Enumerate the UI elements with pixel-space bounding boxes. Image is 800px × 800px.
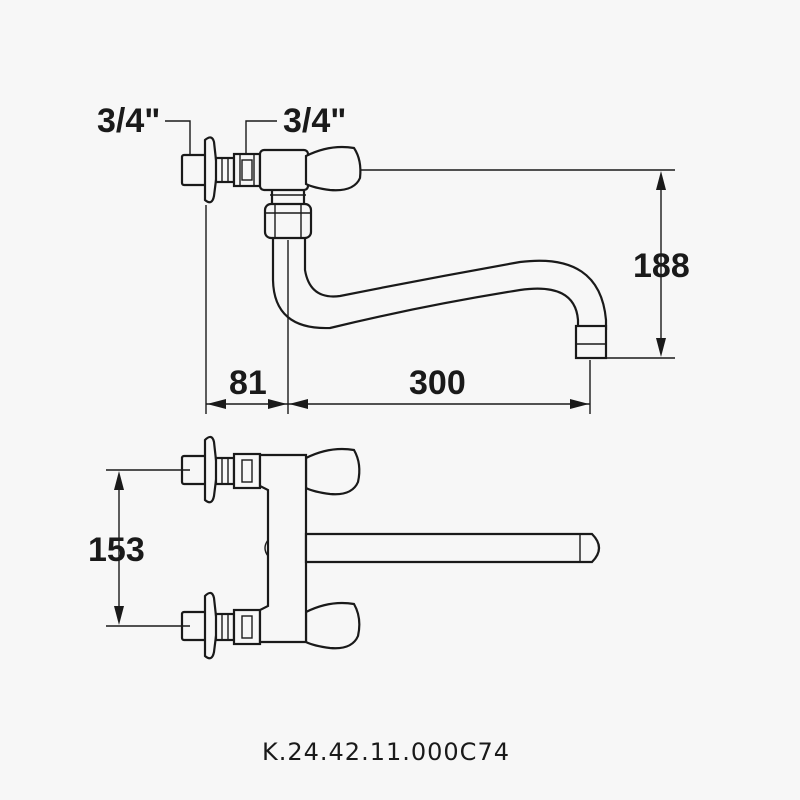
- side-view: 3/4" 3/4" 188 81 300: [97, 102, 690, 414]
- height-dimension: 188: [633, 247, 690, 285]
- mixer-body: [258, 453, 308, 644]
- valve-body: [258, 148, 310, 192]
- aerator: [574, 324, 608, 360]
- thread-label-right: 3/4": [283, 102, 346, 140]
- reach-dimension: 300: [409, 364, 466, 402]
- lower-handle: [304, 601, 361, 650]
- hex-coupler: [232, 152, 262, 188]
- threaded-nut: [214, 156, 236, 184]
- upper-handle: [304, 447, 361, 496]
- front-view: 153: [88, 435, 601, 660]
- spacing-dimension: 153: [88, 531, 145, 569]
- spout: [271, 238, 580, 330]
- front-spout: [304, 532, 601, 564]
- swivel-nut: [263, 202, 313, 240]
- handle: [304, 145, 362, 192]
- product-code: K.24.42.11.000C74: [262, 738, 510, 766]
- offset-dimension: 81: [229, 364, 267, 402]
- thread-label-left: 3/4": [97, 102, 160, 140]
